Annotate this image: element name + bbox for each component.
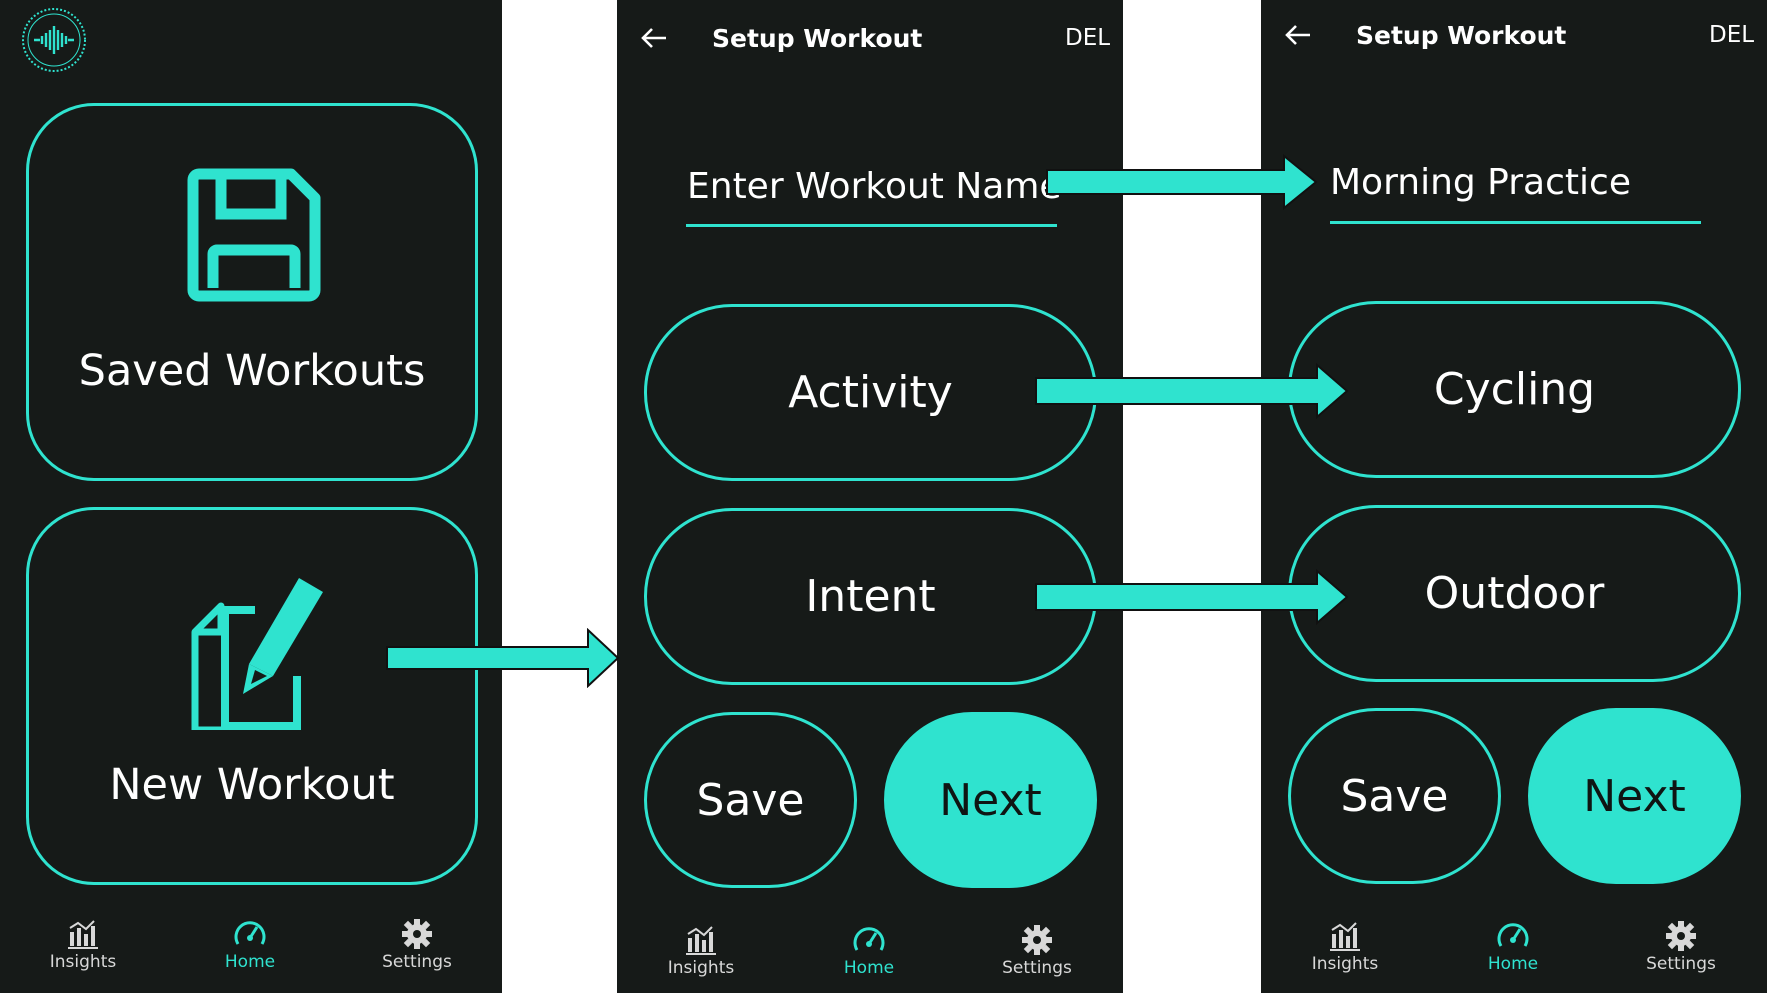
nav-settings[interactable]: Settings: [1621, 920, 1741, 974]
nav-insights-label: Insights: [49, 952, 117, 972]
gear-icon: [1022, 925, 1052, 955]
speedometer-icon: [853, 927, 885, 951]
bottom-navbar: Insights Home: [1261, 920, 1767, 993]
nav-insights[interactable]: Insights: [1285, 920, 1405, 974]
activity-button[interactable]: Activity: [644, 304, 1097, 481]
workout-name-underline: [686, 224, 1057, 227]
flow-arrow-new-workout: [386, 628, 620, 688]
nav-insights[interactable]: Insights: [641, 924, 761, 978]
nav-settings-label: Settings: [1646, 954, 1716, 974]
waveform-logo-icon: [22, 8, 86, 72]
next-button[interactable]: Next: [884, 712, 1097, 888]
save-button[interactable]: Save: [1288, 708, 1501, 884]
intent-button[interactable]: Intent: [644, 508, 1097, 685]
nav-home[interactable]: Home: [1453, 920, 1573, 974]
nav-settings-label: Settings: [1002, 958, 1072, 978]
workout-name-input[interactable]: Morning Practice: [1330, 162, 1631, 203]
pencil-document-icon: [191, 578, 323, 730]
nav-insights-label: Insights: [667, 958, 735, 978]
bar-chart-icon: [1330, 922, 1360, 951]
flow-arrow-intent: [1035, 569, 1349, 625]
bar-chart-icon: [68, 920, 98, 949]
home-screen: Saved Workouts New Workout: [0, 0, 502, 993]
nav-insights-label: Insights: [1311, 954, 1379, 974]
back-arrow-icon[interactable]: [1285, 24, 1311, 46]
setup-workout-screen-empty: Setup Workout DEL Enter Workout Name Act…: [617, 0, 1123, 993]
workout-name-underline: [1330, 221, 1701, 224]
delete-button[interactable]: DEL: [1709, 22, 1755, 48]
workout-name-input[interactable]: Enter Workout Name: [687, 166, 1062, 207]
page-title: Setup Workout: [1356, 21, 1567, 50]
intent-button[interactable]: Outdoor: [1288, 505, 1741, 682]
delete-button[interactable]: DEL: [1065, 25, 1111, 51]
nav-home-label: Home: [1487, 954, 1539, 974]
nav-home[interactable]: Home: [190, 918, 310, 972]
setup-workout-screen-filled: Setup Workout DEL Morning Practice Cycli…: [1261, 0, 1767, 993]
new-workout-label: New Workout: [109, 760, 395, 810]
nav-home[interactable]: Home: [809, 924, 929, 978]
back-arrow-icon[interactable]: [641, 27, 667, 49]
saved-workouts-card[interactable]: Saved Workouts: [26, 103, 478, 481]
gear-icon: [1666, 921, 1696, 951]
nav-home-label: Home: [843, 958, 895, 978]
activity-button[interactable]: Cycling: [1288, 301, 1741, 478]
speedometer-icon: [1497, 923, 1529, 947]
nav-settings[interactable]: Settings: [357, 918, 477, 972]
nav-home-label: Home: [224, 952, 276, 972]
speedometer-icon: [234, 921, 266, 945]
floppy-disk-icon: [187, 168, 321, 302]
gear-icon: [402, 919, 432, 949]
flow-arrow-workout-name: [1046, 154, 1318, 210]
next-button[interactable]: Next: [1528, 708, 1741, 884]
saved-workouts-label: Saved Workouts: [78, 346, 426, 396]
bottom-navbar: Insights Home: [617, 924, 1123, 993]
nav-settings[interactable]: Settings: [977, 924, 1097, 978]
page-title: Setup Workout: [712, 24, 923, 53]
save-button[interactable]: Save: [644, 712, 857, 888]
new-workout-card[interactable]: New Workout: [26, 507, 478, 885]
flow-arrow-activity: [1035, 363, 1349, 419]
nav-insights[interactable]: Insights: [23, 918, 143, 972]
bottom-navbar: Insights Home: [0, 918, 502, 993]
nav-settings-label: Settings: [382, 952, 452, 972]
bar-chart-icon: [686, 926, 716, 955]
